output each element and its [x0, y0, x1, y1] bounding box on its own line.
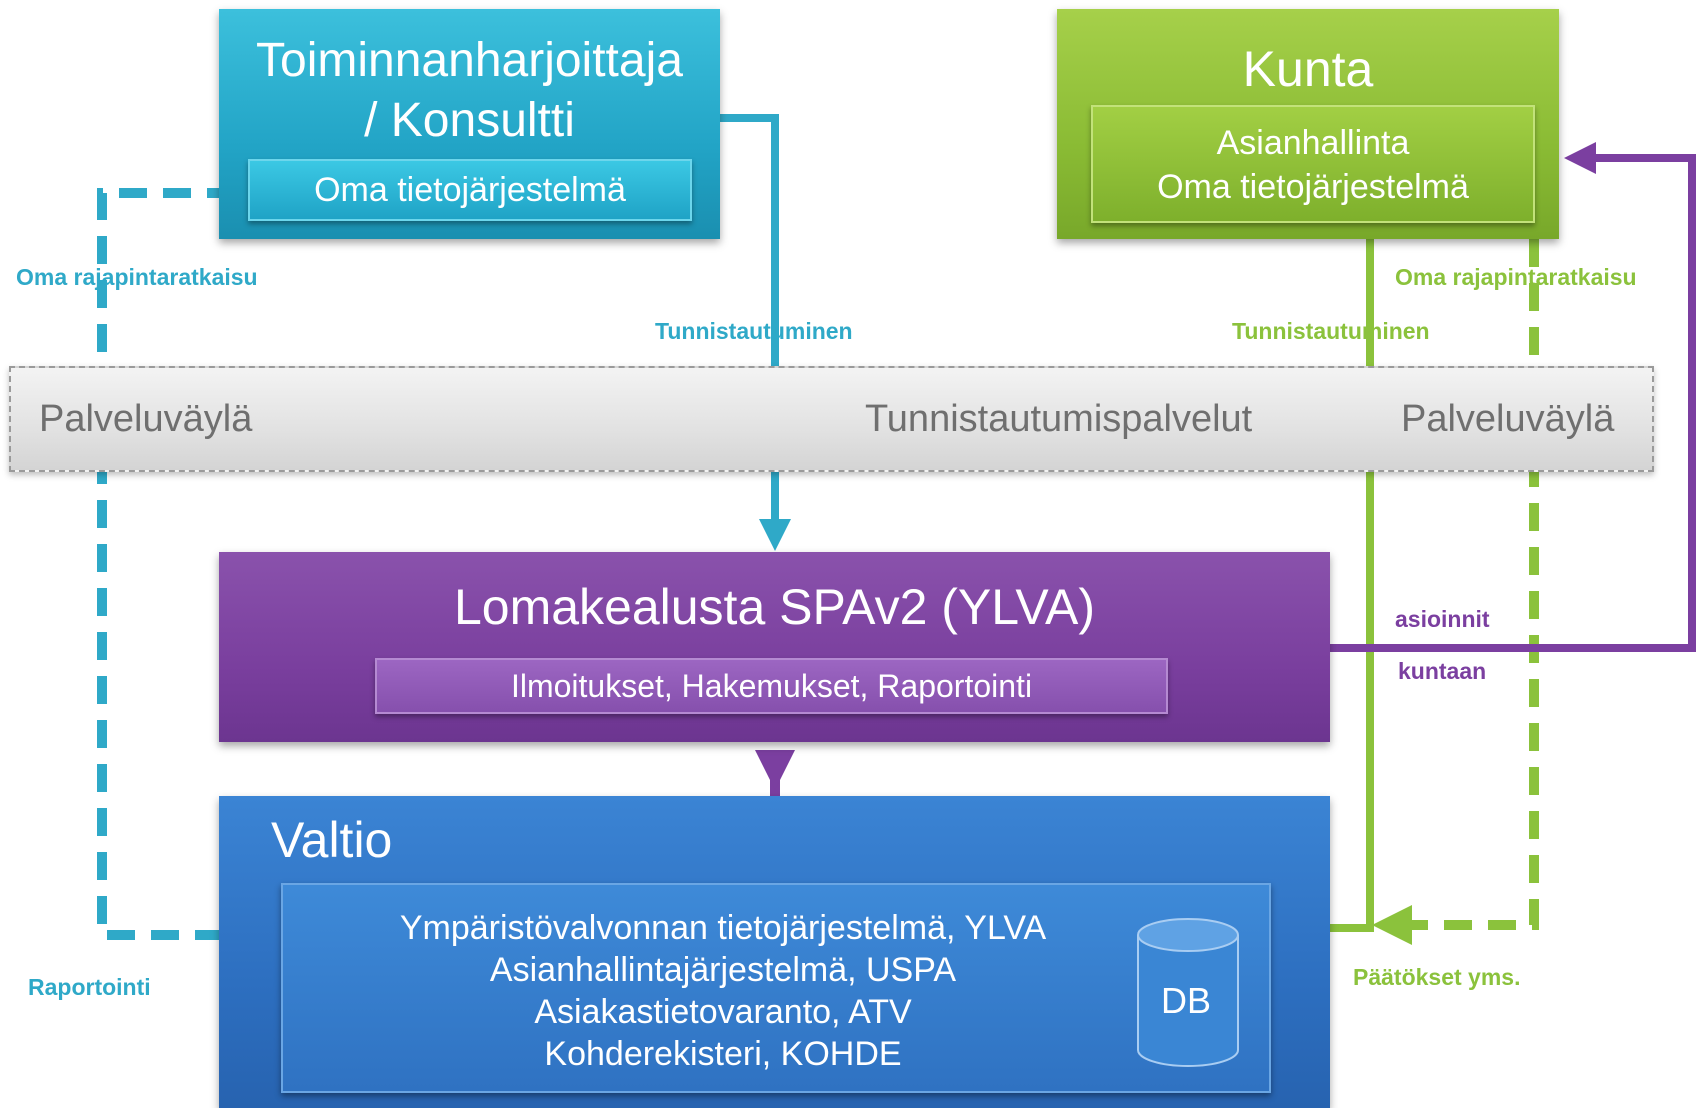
service-bus-left-label: Palveluväylä [39, 398, 253, 440]
operator-interface-connector [97, 188, 268, 940]
municipality-box: Kunta Asianhallinta Oma tietojärjestelmä [1057, 9, 1559, 239]
database-label: DB [1161, 980, 1212, 1021]
municipality-system: Asianhallinta Oma tietojärjestelmä [1091, 105, 1535, 223]
municipality-title: Kunta [1242, 41, 1374, 97]
to-municipality-label-line1: asioinnit [1395, 606, 1490, 632]
to-municipality-label-line2: kuntaan [1398, 658, 1487, 684]
service-bus-right-label: Palveluväylä [1401, 398, 1615, 440]
municipality-interface-label: Oma rajapintaratkaisu [1395, 264, 1637, 290]
state-system-4: Kohderekisteri, KOHDE [544, 1035, 902, 1073]
auth-services-label: Tunnistautumispalvelut [865, 398, 1253, 440]
state-system-2: Asianhallintajärjestelmä, USPA [489, 951, 957, 989]
municipality-system-line1: Asianhallinta [1216, 124, 1410, 162]
state-title: Valtio [271, 812, 393, 868]
operator-interface-label: Oma rajapintaratkaisu [16, 264, 258, 290]
database-icon [1137, 918, 1239, 1067]
state-box: Valtio Ympäristövalvonnan tietojärjestel… [219, 796, 1330, 1108]
state-systems-panel: Ympäristövalvonnan tietojärjestelmä, YLV… [281, 883, 1271, 1093]
state-system-3: Asiakastietovaranto, ATV [534, 993, 912, 1031]
operator-title-line1: Toiminnanharjoittaja [256, 34, 683, 87]
platform-box: Lomakealusta SPAv2 (YLVA) Ilmoitukset, H… [219, 552, 1330, 742]
municipality-system-line2: Oma tietojärjestelmä [1157, 168, 1469, 206]
platform-to-municipality-connector [1330, 142, 1696, 652]
platform-title: Lomakealusta SPAv2 (YLVA) [453, 579, 1096, 635]
operator-auth-label: Tunnistautuminen [655, 318, 853, 344]
decisions-label: Päätökset yms. [1353, 964, 1521, 990]
platform-subtitle: Ilmoitukset, Hakemukset, Raportointi [375, 658, 1168, 714]
operator-system: Oma tietojärjestelmä [248, 159, 692, 221]
operator-title-line2: / Konsultti [364, 94, 575, 147]
service-bus-band: Palveluväylä Tunnistautumispalvelut Palv… [9, 366, 1654, 472]
reporting-label: Raportointi [28, 974, 151, 1000]
municipality-auth-label: Tunnistautuminen [1232, 318, 1430, 344]
state-system-1: Ympäristövalvonnan tietojärjestelmä, YLV… [399, 909, 1047, 947]
operator-box: Toiminnanharjoittaja / Konsultti Oma tie… [219, 9, 720, 239]
operator-title: Toiminnanharjoittaja / Konsultti [219, 31, 720, 151]
